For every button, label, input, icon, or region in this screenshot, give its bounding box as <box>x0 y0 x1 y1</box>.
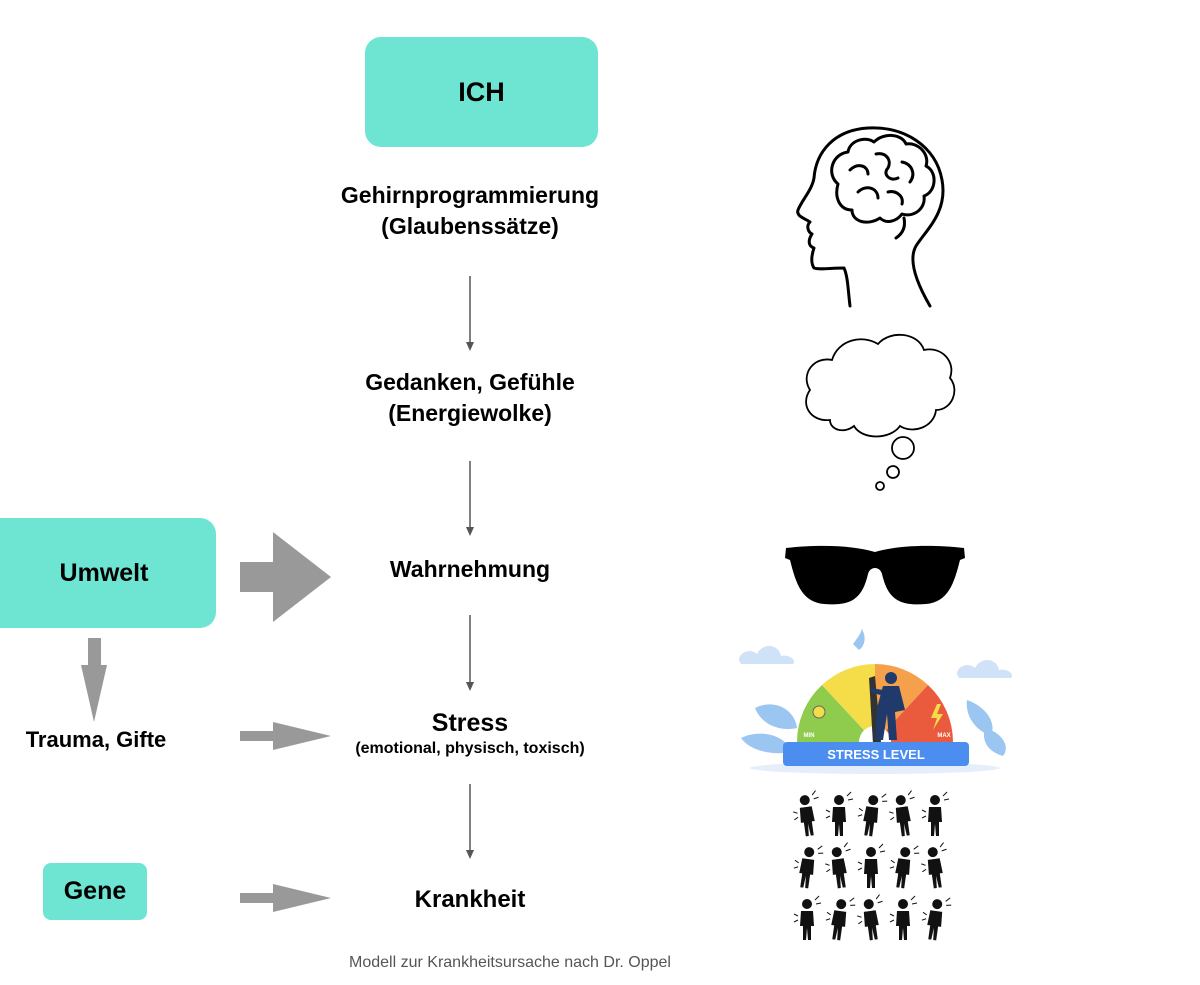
sick-person-figure <box>857 843 886 888</box>
head-brain-icon <box>796 126 945 308</box>
environment-label: Umwelt <box>59 558 149 587</box>
sick-person-figure <box>793 790 819 837</box>
ich-label: ICH <box>458 76 505 107</box>
sunglasses-icon <box>785 545 965 605</box>
gauge-max-label: MAX <box>937 733 950 739</box>
environment-box: Umwelt <box>0 518 216 628</box>
sick-person-figure <box>921 791 950 836</box>
sick-person-figure <box>921 897 952 941</box>
gauge-label-bar <box>783 742 969 766</box>
sick-person-figure <box>857 894 883 941</box>
disease-title: Krankheit <box>414 886 526 913</box>
brain-programming-title: Gehirnprogrammierung <box>340 182 600 208</box>
thought-cloud-icon <box>805 333 956 491</box>
sick-person-figure <box>889 845 920 889</box>
gauge-decor-leaves <box>741 628 1006 756</box>
brain-programming-subtitle: (Glaubenssätze) <box>381 213 559 239</box>
thoughts-subtitle: (Energiewolke) <box>388 400 552 426</box>
arrow-environment-to-trauma <box>81 638 107 722</box>
trauma-title: Trauma, Gifte <box>25 727 167 752</box>
arrow-genes-to-disease <box>240 884 331 912</box>
sick-person-figure <box>857 793 888 837</box>
sick-person-figure <box>889 790 915 837</box>
stress-subtitle: (emotional, physisch, toxisch) <box>355 740 585 757</box>
sick-person-figure <box>793 845 824 889</box>
sick-people-icon <box>793 790 952 941</box>
sick-person-figure <box>889 895 918 940</box>
sick-person-figure <box>793 895 822 940</box>
genes-label: Gene <box>63 877 127 905</box>
ich-box: ICH <box>365 37 598 147</box>
stress-node: Stress (emotional, physisch, toxisch) <box>300 708 640 759</box>
genes-box: Gene <box>43 863 147 920</box>
stress-gauge-icon: STRESS LEVEL MIN MAX <box>739 628 1013 774</box>
perception-node: Wahrnehmung <box>300 554 640 585</box>
trauma-node: Trauma, Gifte <box>0 724 192 755</box>
thoughts-node: Gedanken, Gefühle (Energiewolke) <box>300 367 640 429</box>
gauge-label: STRESS LEVEL <box>827 747 925 762</box>
brain-programming-node: Gehirnprogrammierung (Glaubenssätze) <box>300 180 640 242</box>
thoughts-title: Gedanken, Gefühle <box>365 369 575 395</box>
sick-person-figure <box>921 842 947 889</box>
gauge-person-figure <box>871 672 905 740</box>
sick-person-figure <box>825 842 851 889</box>
sick-person-figure <box>825 791 854 836</box>
sick-person-figure <box>825 897 856 941</box>
arrow-environment-to-perception <box>240 532 331 622</box>
perception-title: Wahrnehmung <box>389 556 551 582</box>
arrow-trauma-to-stress <box>240 722 331 750</box>
diagram-caption: Modell zur Krankheitsursache nach Dr. Op… <box>349 954 671 971</box>
gauge-min-label: MIN <box>804 733 815 739</box>
disease-node: Krankheit <box>300 884 640 915</box>
stress-title: Stress <box>431 709 509 737</box>
